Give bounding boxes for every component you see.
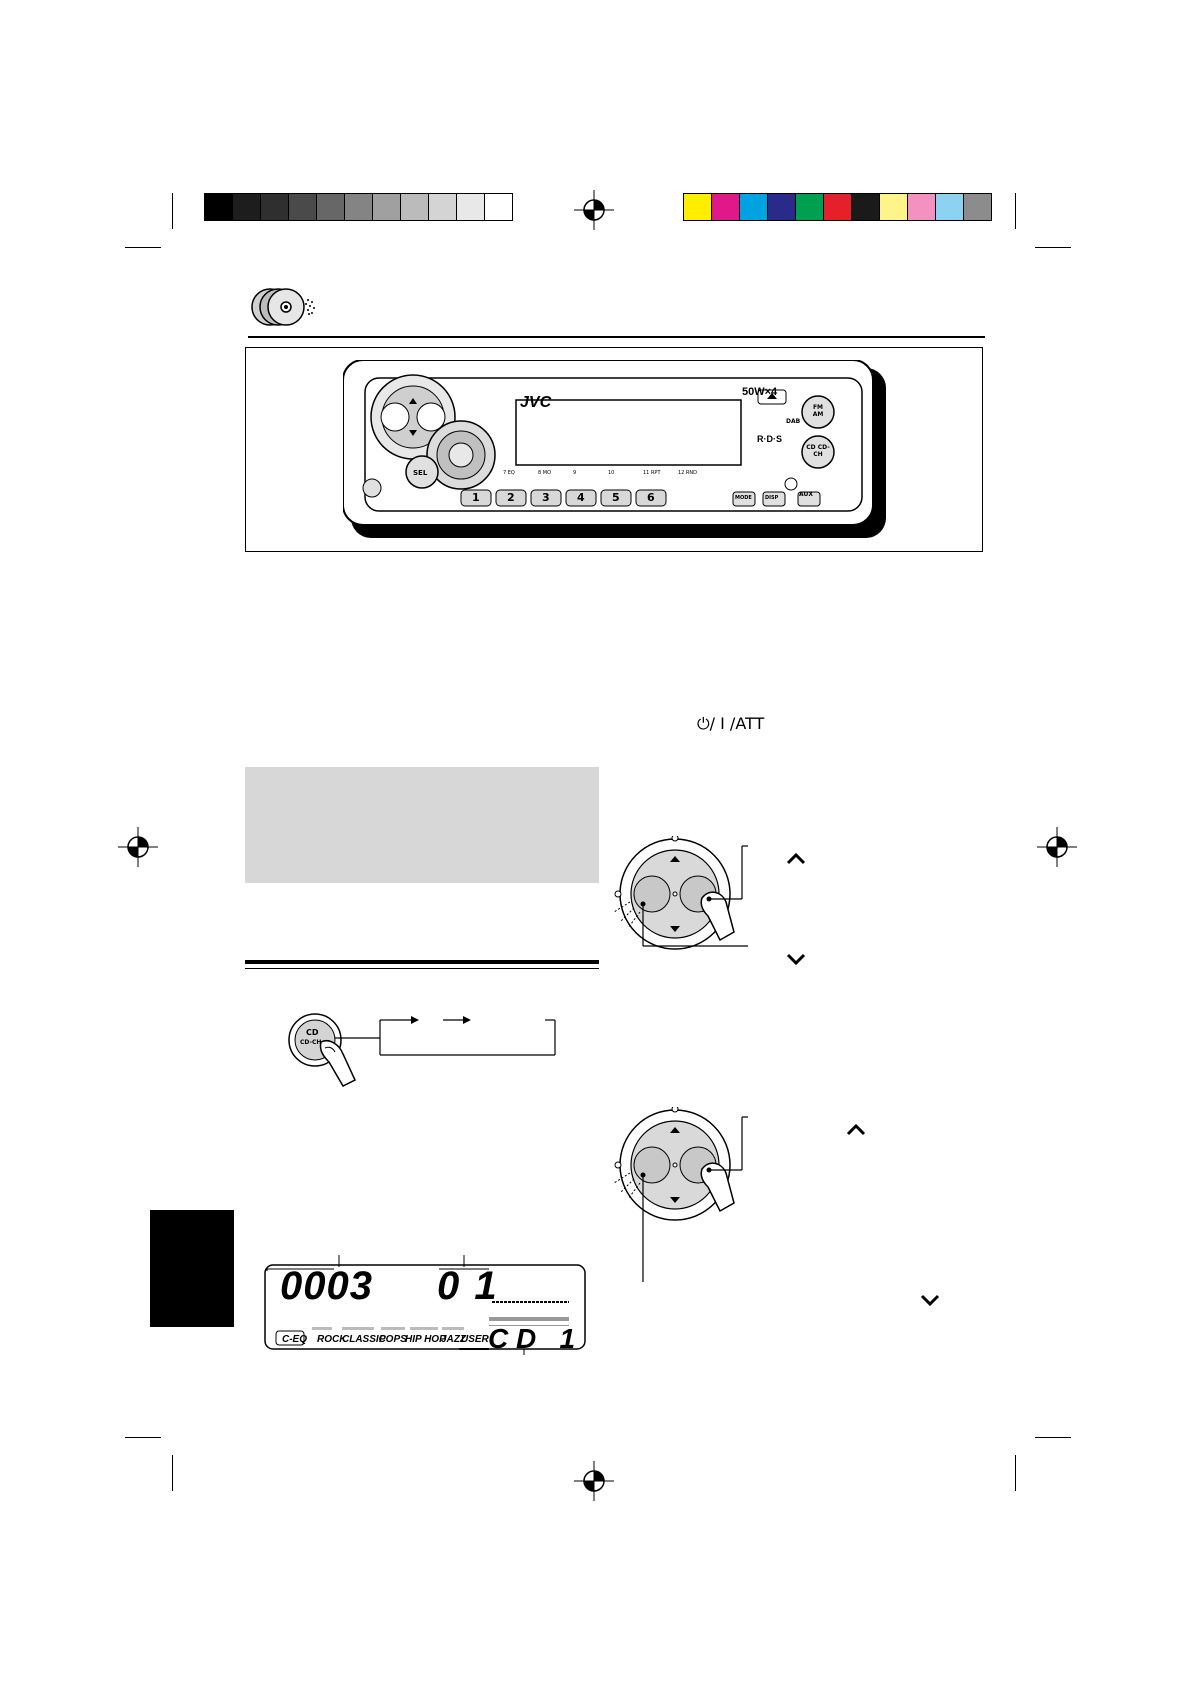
rds-logo: R·D·S [757,434,782,444]
language-tab [150,1210,234,1327]
grayscale-swatch [372,193,401,221]
eq-mode-label: POPS [379,1334,407,1345]
chevron-down-icon [920,1294,940,1307]
control-wheel-diagram [613,836,748,950]
lcd-display-illustration [264,1255,586,1355]
preset-button-1[interactable] [460,489,492,507]
unit-illustration-frame [245,347,983,552]
power-att-label: ⏻/ I /ATT [697,714,765,733]
grayscale-swatch [288,193,317,221]
cd-button-label-top: CD [306,1028,319,1037]
grayscale-swatch [400,193,429,221]
cd-source-button-illustration [288,1013,556,1087]
grayscale-swatch [232,193,261,221]
preset-caption: 7 EQ [503,470,515,476]
registration-target-icon [1037,827,1077,867]
color-swatch [767,193,796,221]
preset-caption: 12 RND [678,470,698,476]
preset-button-label: 1 [472,491,480,504]
preset-button-label: 4 [577,491,585,504]
aux-label: AUX [799,491,813,498]
preset-caption: 11 RPT [643,470,661,476]
header-rule [248,336,985,338]
control-wheel-diagram [613,1107,748,1282]
section-rule [245,968,599,969]
sel-button[interactable]: SEL [413,469,428,477]
disc-indicator: C D 1 [488,1323,576,1354]
color-swatch [823,193,852,221]
crop-mark [172,1455,173,1491]
eq-mode-label: ROCK [317,1334,347,1345]
preset-caption: 10 [608,470,615,476]
eq-mode-label: HIP HOP [405,1334,446,1345]
preset-button-4[interactable] [565,489,597,507]
eq-mode-label: CLASSIC [342,1334,386,1345]
car-stereo-illustration [343,360,886,538]
mode-button[interactable]: MODE [735,495,752,501]
registration-target-icon [574,190,614,230]
grayscale-swatch [344,193,373,221]
registration-target-icon [574,1461,614,1501]
grayscale-swatch [484,193,513,221]
eq-mode-label: USER [461,1334,489,1345]
note-box [245,767,599,883]
grayscale-swatch [260,193,289,221]
crop-mark [1035,1437,1071,1438]
color-swatch [879,193,908,221]
color-swatch [935,193,964,221]
cd-button-label-bottom: CD-CH [300,1039,322,1046]
crop-mark [1015,1455,1016,1491]
cd-cdch-button[interactable]: CD CD-CH [806,444,830,458]
preset-button-6[interactable] [635,489,667,507]
dab-label: DAB [786,418,801,425]
cd-discs-icon [251,288,315,326]
preset-button-label: 6 [647,491,655,504]
color-swatch [907,193,936,221]
preset-button-3[interactable] [530,489,562,507]
track-number-readout: 0 1 [437,1264,499,1308]
chevron-up-icon [786,852,806,865]
eq-mode-label: JAZZ [441,1334,466,1345]
grayscale-swatch [428,193,457,221]
color-swatch [739,193,768,221]
preset-button-label: 3 [542,491,550,504]
color-swatch [851,193,880,221]
crop-mark [125,247,161,248]
crop-mark [125,1437,161,1438]
section-rule [245,960,599,964]
preset-button-2[interactable] [495,489,527,507]
registration-target-icon [118,827,158,867]
brand-logo: JVC [520,394,552,411]
disp-button[interactable]: DISP [765,495,779,501]
chevron-down-icon [786,953,806,966]
color-swatch [795,193,824,221]
power-rating: 50W×4 [742,386,778,398]
color-swatch [963,193,992,221]
color-swatch [683,193,712,221]
preset-button-label: 5 [612,491,620,504]
fm-am-button[interactable]: FM AM [812,404,824,418]
grayscale-swatch [316,193,345,221]
preset-caption: 9 [573,470,577,476]
grayscale-swatch [456,193,485,221]
preset-caption: 8 MO [538,470,552,476]
crop-mark [1035,247,1071,248]
crop-mark [1015,193,1016,229]
color-swatch [711,193,740,221]
crop-mark [172,193,173,229]
preset-button-5[interactable] [600,489,632,507]
track-time-readout: 0003 [280,1264,373,1308]
preset-button-label: 2 [507,491,515,504]
eq-mode-label: C-EQ [282,1334,307,1345]
grayscale-swatch [204,193,233,221]
chevron-up-icon [846,1123,866,1136]
